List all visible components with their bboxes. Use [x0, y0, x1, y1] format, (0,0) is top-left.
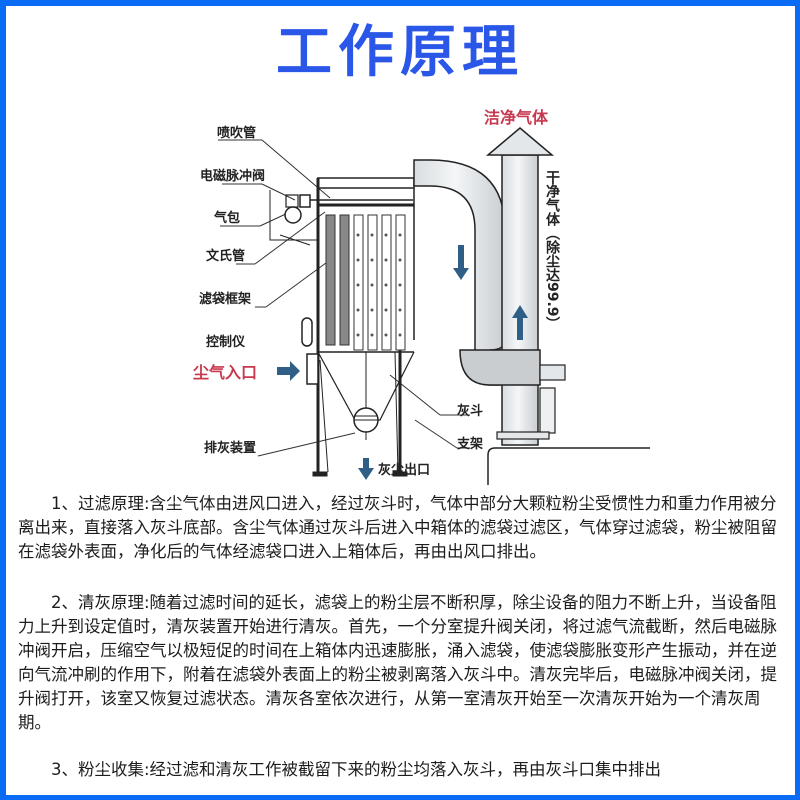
label-dust-outlet: 灰尘出口	[378, 463, 431, 478]
section-cleaning-principle: 2、清灰原理:随着过滤时间的延长，滤袋上的粉尘层不断积厚，除尘设备的阻力不断上升…	[18, 591, 788, 735]
section-text: 1、过滤原理:含尘气体由进风口进入，经过灰斗时，气体中部分大颗粒粉尘受惯性力和重…	[18, 494, 777, 561]
page-title: 工作原理	[276, 20, 524, 85]
label-dry-clean-gas: 干净气体（除尘达99.9）	[544, 170, 560, 331]
label-controller: 控制仪	[206, 335, 246, 350]
label-venturi: 文氏管	[206, 249, 246, 264]
label-ash-hopper: 灰斗	[457, 404, 484, 419]
section-text: 3、粉尘收集:经过滤和清灰工作被截留下来的粉尘均落入灰斗，再由灰斗口集中排出	[51, 760, 662, 779]
section-text: 2、清灰原理:随着过滤时间的延长，滤袋上的粉尘层不断积厚，除尘设备的阻力不断上升…	[18, 593, 777, 732]
label-bag-frame: 滤袋框架	[199, 292, 252, 307]
section-filtration-principle: 1、过滤原理:含尘气体由进风口进入，经过灰斗时，气体中部分大颗粒粉尘受惯性力和重…	[18, 492, 788, 564]
label-spray-pipe: 喷吹管	[217, 126, 257, 141]
diagram-drawing	[218, 127, 650, 485]
label-air-bag: 气包	[214, 211, 241, 226]
label-dust-inlet: 尘气入口	[193, 363, 258, 382]
section-dust-collection: 3、粉尘收集:经过滤和清灰工作被截留下来的粉尘均落入灰斗，再由灰斗口集中排出	[18, 758, 788, 782]
dust-collector-diagram: 喷吹管 电磁脉冲阀 气包 文氏管 滤袋框架 控制仪 尘气入口 灰斗 支架 排灰装…	[0, 95, 800, 485]
label-discharge-device: 排灰装置	[204, 441, 257, 456]
label-solenoid-valve: 电磁脉冲阀	[200, 169, 266, 184]
label-support: 支架	[457, 437, 484, 452]
label-clean-gas: 洁净气体	[484, 108, 549, 127]
